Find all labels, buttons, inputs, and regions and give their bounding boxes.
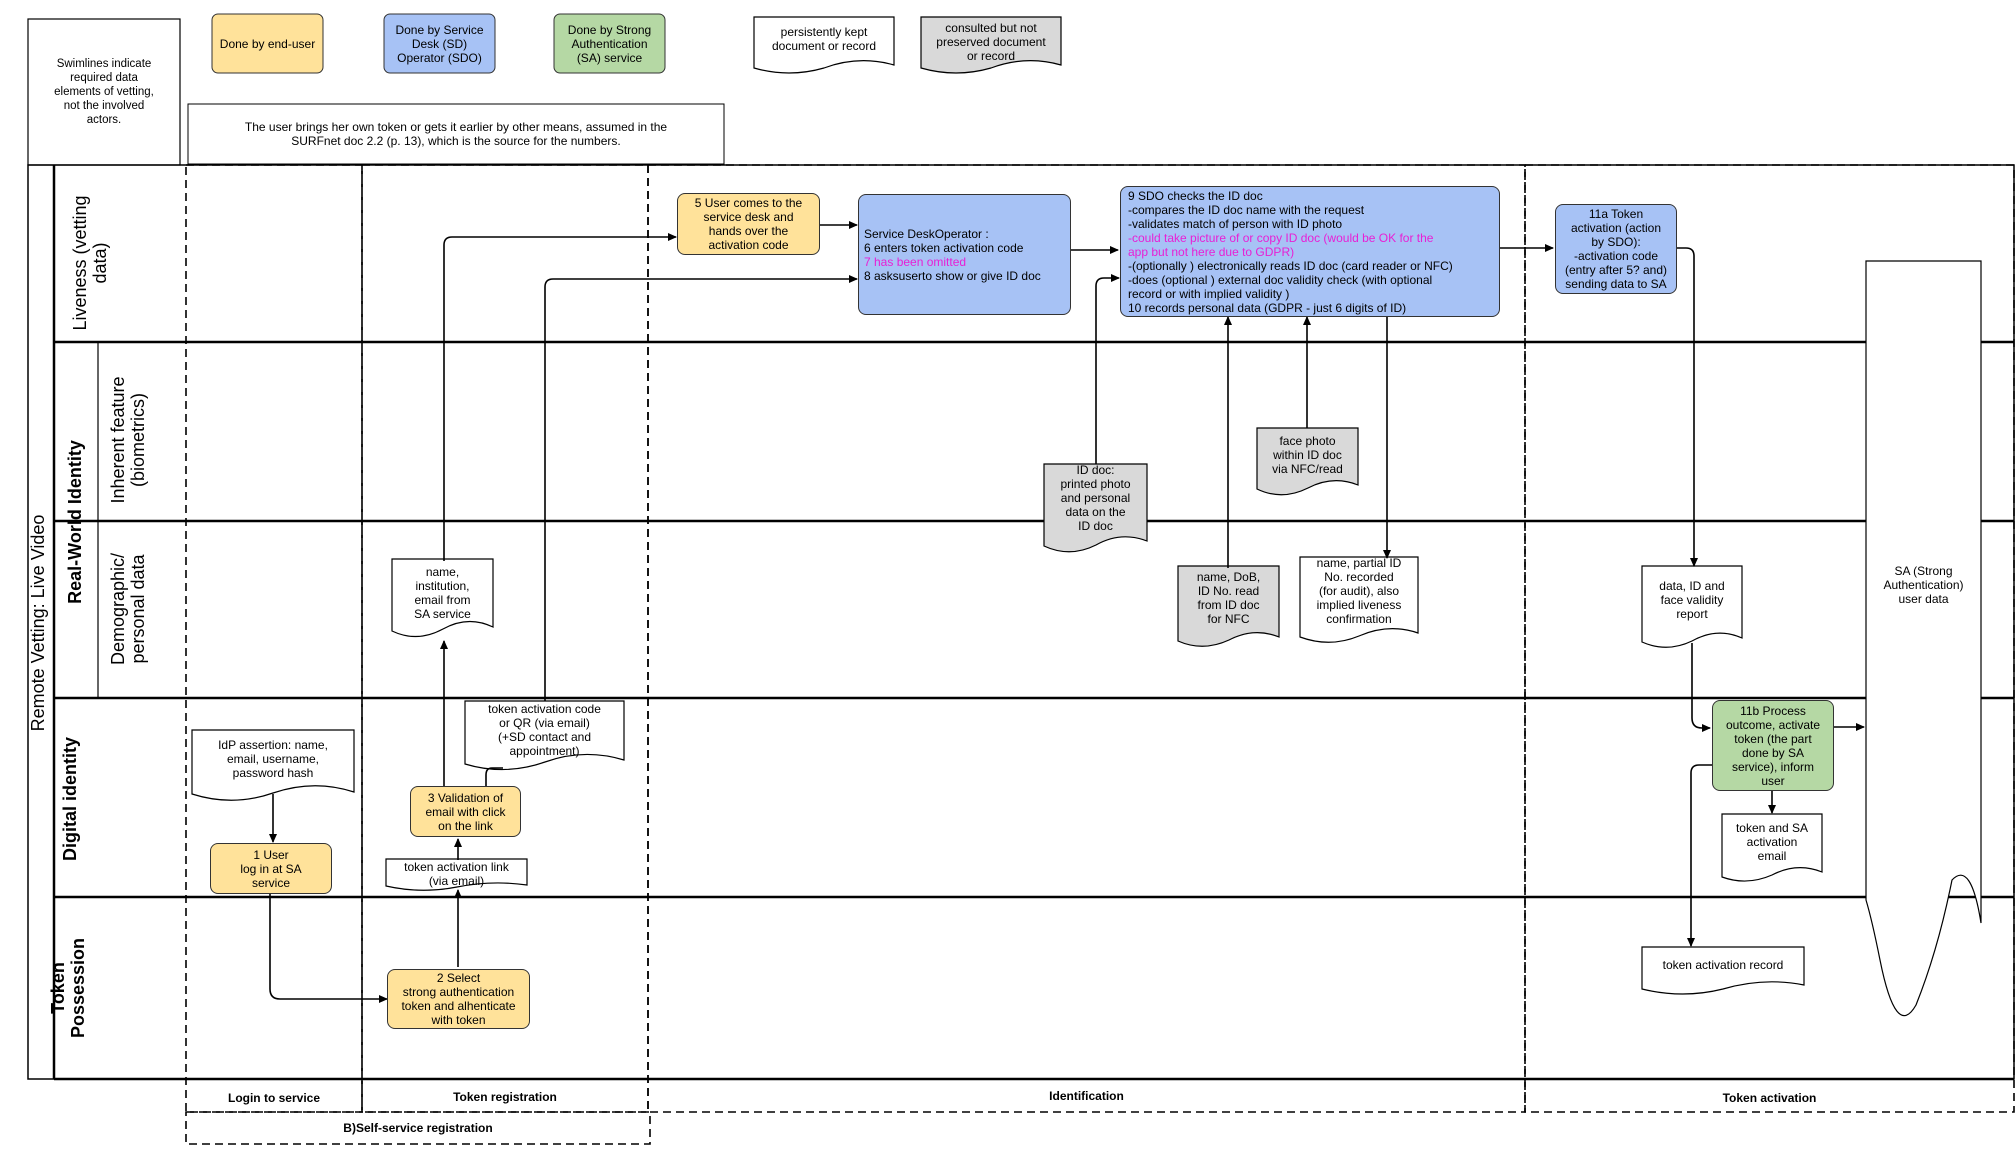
arrow-token-act-to-validity [1677, 247, 1698, 567]
phase-login-label: Login to service [227, 1091, 321, 1105]
step-11b-process-outcome[interactable]: 11b Process outcome, activate token (the… [1712, 700, 1834, 791]
sdo-step-8: 8 asksuserto show or give ID doc [864, 268, 1041, 283]
check-electronic-read: -(optionally ) electronically reads ID d… [1128, 258, 1453, 273]
step-2-select-token[interactable]: 2 Select strong authentication token and… [387, 969, 530, 1029]
doc-idp-shape [191, 729, 355, 801]
arrow-code-to-sdo [544, 275, 858, 701]
arrow-validity-to-process [1691, 643, 1711, 732]
legend-sa-swatch [553, 13, 666, 74]
doc-activation-record[interactable]: token activation record [1662, 958, 1784, 972]
phase-login-frame [185, 164, 363, 1113]
phase-columns [185, 164, 2015, 1145]
legend-sd-operator: Done by Service Desk (SD) Operator (SDO) [395, 22, 484, 65]
arrow-name-inst-to-user-comes [443, 233, 677, 561]
check-copy-note-1: -could take picture of or copy ID doc (w… [1128, 230, 1434, 245]
check-step-10: 10 records personal data (GDPR - just 6 … [1128, 300, 1407, 315]
arrow-validate-to-code [485, 767, 503, 786]
lane-label-liveness: Liveness (vetting data) [70, 195, 110, 331]
sdo-title: Service DeskOperator : [864, 226, 989, 241]
legend-consulted-doc-shape [920, 16, 1062, 74]
doc-face-shape [1256, 427, 1359, 496]
phase-self-service-frame [185, 1111, 651, 1145]
lane-label-real-world: Real-World Identity [65, 440, 85, 604]
check-copy-note-2: app but not here due to GDPR) [1128, 244, 1295, 259]
step-3-validate-email[interactable]: 3 Validation of email with click on the … [410, 786, 521, 837]
legend-user-token-note-frame [187, 103, 725, 165]
check-external-validity: -does (optional ) external doc validity … [1128, 272, 1433, 287]
step-11a-token-activation[interactable]: 11a Token activation (action by SDO): -a… [1555, 204, 1677, 294]
lane-label-digital: Digital identity [60, 737, 80, 862]
phase-identification-frame [647, 164, 1526, 1113]
legend-user-token-note: The user brings her own token or gets it… [244, 120, 668, 148]
doc-dob-shape [1177, 565, 1280, 647]
check-validate-photo: -validates match of person with ID photo [1128, 216, 1343, 231]
doc-validity-report[interactable]: data, ID and face validity report [1659, 579, 1725, 621]
check-implied-validity: record or with implied validity ) [1128, 286, 1290, 301]
legend-swimlines-note: Swimlines indicate required data element… [54, 58, 154, 126]
phase-self-service-label: B)Self-service registration [343, 1121, 493, 1135]
doc-name-institution[interactable]: name, institution, email from SA service [414, 565, 471, 621]
legend-note-frame [27, 18, 181, 166]
step-5-user-comes[interactable]: 5 User comes to the service desk and han… [677, 193, 820, 255]
doc-token-activation-link[interactable]: token activation link (via email) [404, 860, 509, 888]
check-step-9: 9 SDO checks the ID doc [1128, 188, 1263, 203]
doc-sa-email-shape [1721, 813, 1823, 882]
doc-act-record-shape [1641, 946, 1805, 995]
lane-label-outer: Remote Vetting: Live Video [28, 514, 48, 732]
arrow-login-to-select [269, 886, 388, 1003]
phase-token-reg-label: Token registration [453, 1090, 557, 1104]
doc-code-shape [464, 700, 625, 771]
doc-name-inst-shape [391, 558, 494, 638]
doc-id-shape [1043, 463, 1148, 553]
sdo-step-7: 7 has been omitted [864, 254, 967, 269]
legend-sa-service: Done by Strong Authentication (SA) servi… [567, 22, 652, 65]
sdo-step-6: 6 enters token activation code [864, 240, 1024, 255]
legend-end-user-swatch [211, 13, 324, 74]
doc-link-shape [385, 858, 528, 891]
doc-sa-user-shape [1865, 260, 1982, 1017]
legend-end-user: Done by end-user [219, 36, 316, 51]
doc-id-doc[interactable]: ID doc: printed photo and personal data … [1060, 463, 1131, 533]
doc-validity-shape [1641, 565, 1743, 648]
legend-consulted-doc: consulted but not preserved document or … [936, 21, 1046, 63]
phase-identification-label: Identification [1049, 1089, 1124, 1103]
doc-sa-email[interactable]: token and SA activation email [1735, 821, 1809, 863]
legend-persistent-doc: persistently kept document or record [771, 25, 877, 53]
arrow-id-doc-to-check [1095, 274, 1120, 464]
lane-label-inherent: Inherent feature (biometrics) [108, 376, 148, 504]
step-1-login[interactable]: 1 User log in at SA service [210, 843, 332, 894]
legend-persistent-doc-shape [753, 16, 895, 74]
doc-partial-id[interactable]: name, partial ID No. recorded (for audit… [1316, 556, 1402, 626]
doc-token-activation-code[interactable]: token activation code or QR (via email) … [488, 702, 601, 758]
lane-label-demographic: Demographic/ personal data [108, 552, 148, 666]
doc-idp-assertion[interactable]: IdP assertion: name, email, username, pa… [218, 738, 328, 780]
doc-partial-shape [1299, 556, 1419, 643]
arrow-process-to-act-record [1687, 764, 1712, 947]
lane-label-token: Token Possession [48, 937, 88, 1039]
step-6-8-service-desk[interactable]: Service DeskOperator : 6 enters token ac… [858, 194, 1071, 315]
doc-face-photo[interactable]: face photo within ID doc via NFC/read [1272, 434, 1343, 476]
doc-name-dob[interactable]: name, DoB, ID No. read from ID doc for N… [1196, 570, 1261, 626]
legend-sdo-swatch [383, 13, 496, 74]
step-9-10-check-id[interactable]: 9 SDO checks the ID doc -compares the ID… [1120, 186, 1500, 317]
doc-sa-user-data[interactable]: SA (Strong Authentication) user data [1883, 564, 1964, 606]
phase-token-act-frame [1524, 164, 2015, 1113]
check-compare-name: -compares the ID doc name with the reque… [1128, 202, 1365, 217]
phase-token-act-label: Token activation [1722, 1091, 1817, 1105]
connectors [269, 221, 1865, 1003]
